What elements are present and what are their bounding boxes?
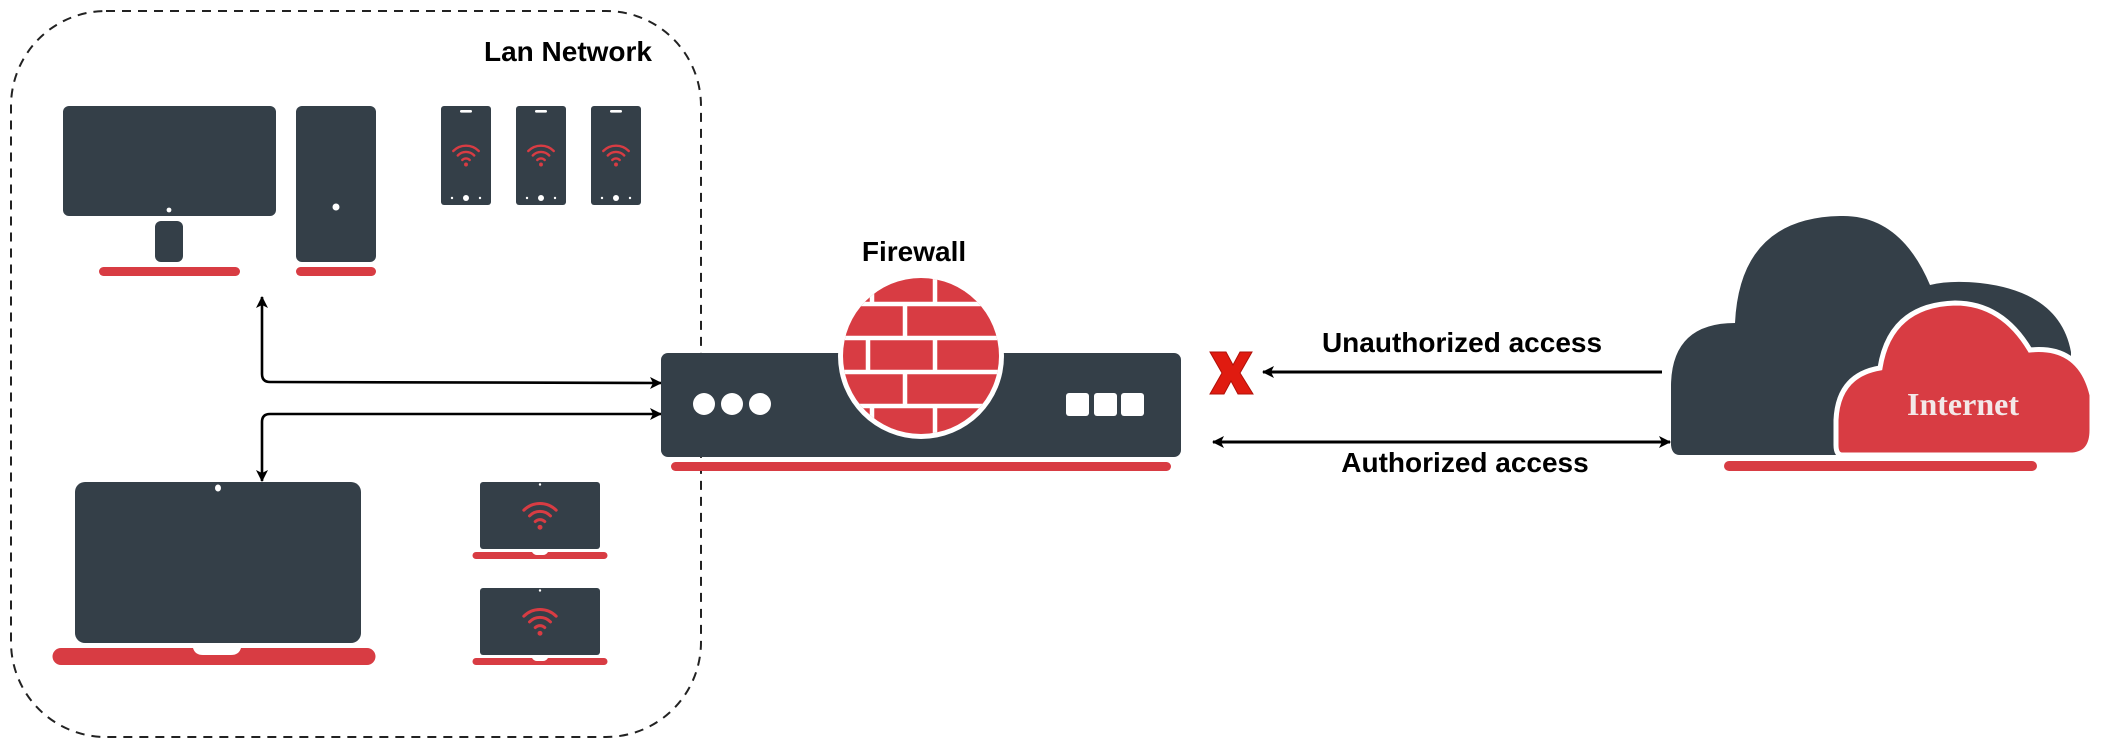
smartphone-icon [516,106,566,205]
desktop-monitor-icon [63,106,276,276]
internet-label: Internet [1907,386,2019,422]
x-mark-icon [1209,351,1254,395]
authorized-access-label: Authorized access [1341,447,1588,478]
laptop-icon [472,482,608,559]
connector-desktop-firewall [256,296,662,389]
unauthorized-access-label: Unauthorized access [1322,327,1602,358]
cloud-icon [1670,215,2095,471]
smartphone-icon [591,106,641,205]
laptop-icon [472,588,608,665]
smartphone-icon [441,106,491,205]
laptop-icon [52,482,376,665]
lan-network-title: Lan Network [484,36,652,67]
desktop-tower-icon [296,106,376,276]
brick-wall-icon [838,273,1004,439]
firewall-label: Firewall [862,236,966,267]
connector-laptop-firewall [256,408,662,482]
